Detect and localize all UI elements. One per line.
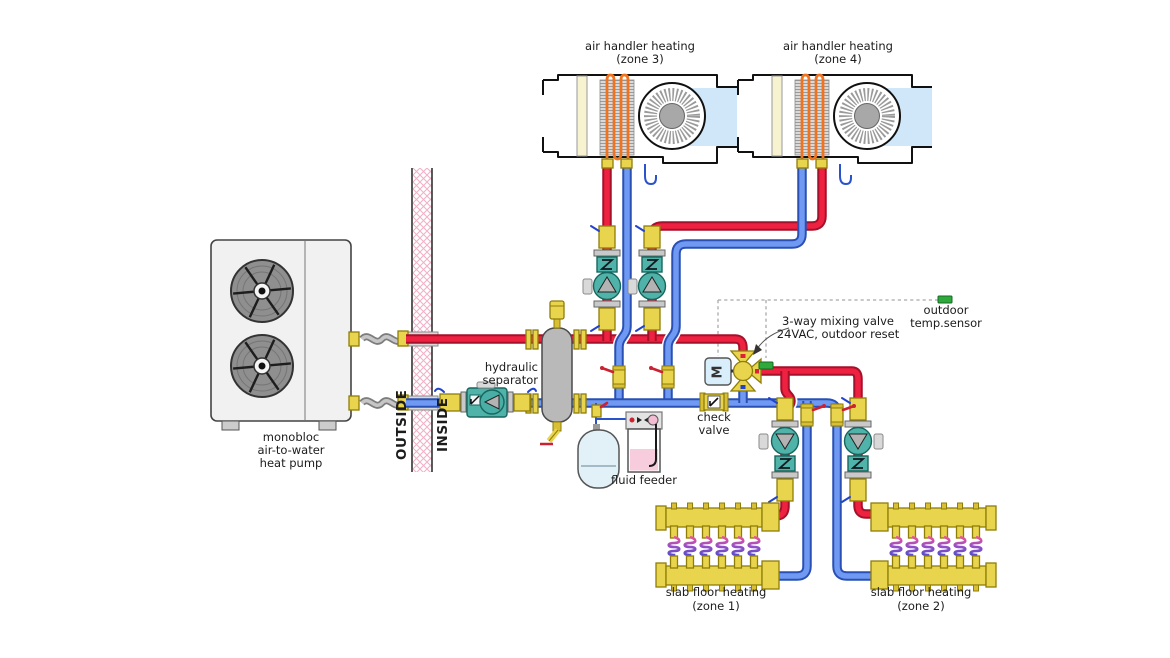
control-wiring (717, 299, 939, 358)
diagram-labels: air handler heating (zone 3) air handler… (257, 39, 982, 613)
heat-pump-foot (221, 420, 240, 431)
return-risers-air-handlers (612, 167, 807, 401)
label-slab-zone1-1: slab floor heating (666, 585, 767, 599)
label-mixing-valve-1: 3-way mixing valve (782, 314, 894, 328)
circulator-slab-zone2 (841, 397, 873, 503)
manifold-zone1 (655, 501, 780, 593)
label-slab-zone2-1: slab floor heating (871, 585, 972, 599)
label-heat-pump-3: heat pump (260, 456, 323, 470)
label-check-valve-2: valve (699, 423, 730, 437)
heat-pump (210, 239, 360, 431)
manifold-zone2 (870, 501, 997, 593)
label-separator-1: hydraulic (485, 360, 538, 374)
label-fluid-feeder: fluid feeder (611, 473, 677, 487)
ball-valve-zone3-return (598, 364, 627, 390)
ball-valve-zone4-return (647, 364, 676, 390)
label-air-handler-zone4-sub: (zone 4) (814, 52, 861, 66)
fluid-feeder (625, 411, 663, 473)
actuator-m-label: M (711, 366, 726, 379)
circulator-zone4 (627, 225, 667, 332)
air-handler-zone3 (543, 75, 737, 184)
expansion-tank (577, 401, 620, 489)
heat-pump-foot (318, 420, 337, 431)
heat-pump-circulator (434, 381, 537, 418)
hydraulic-separator (525, 300, 587, 446)
label-outside: OUTSIDE (394, 390, 410, 460)
label-outdoor-sensor-2: temp.sensor (910, 316, 982, 330)
mixing-valve: M (704, 350, 762, 392)
label-inside: INSIDE (435, 398, 451, 453)
circulator-slab-zone1 (768, 397, 800, 503)
label-slab-zone1-2: (zone 1) (692, 599, 739, 613)
label-air-handler-zone3: air handler heating (585, 39, 695, 53)
check-valve (699, 392, 729, 412)
label-heat-pump-1: monobloc (263, 430, 319, 444)
label-slab-zone2-2: (zone 2) (897, 599, 944, 613)
label-air-handler-zone3-sub: (zone 3) (616, 52, 663, 66)
fan-icon (229, 258, 295, 324)
mixing-valve-leader (753, 327, 790, 355)
circulator-zone3 (582, 225, 622, 332)
air-handler-zone4 (738, 75, 932, 184)
label-mixing-valve-2: 24VAC, outdoor reset (777, 327, 900, 341)
air-vent-icon (549, 300, 565, 329)
fan-icon (229, 333, 295, 399)
ball-valve-zone1-return (799, 402, 828, 428)
label-check-valve-1: check (697, 410, 731, 424)
supply-temp-sensor (758, 361, 774, 370)
outdoor-temp-sensor (937, 295, 953, 304)
drain-valve-icon (540, 421, 562, 446)
flex-hoses (359, 330, 409, 411)
exterior-wall (405, 168, 439, 472)
label-heat-pump-2: air-to-water (257, 443, 324, 457)
label-outdoor-sensor-1: outdoor (924, 303, 969, 317)
label-air-handler-zone4: air handler heating (783, 39, 893, 53)
label-separator-2: separator (483, 373, 539, 387)
